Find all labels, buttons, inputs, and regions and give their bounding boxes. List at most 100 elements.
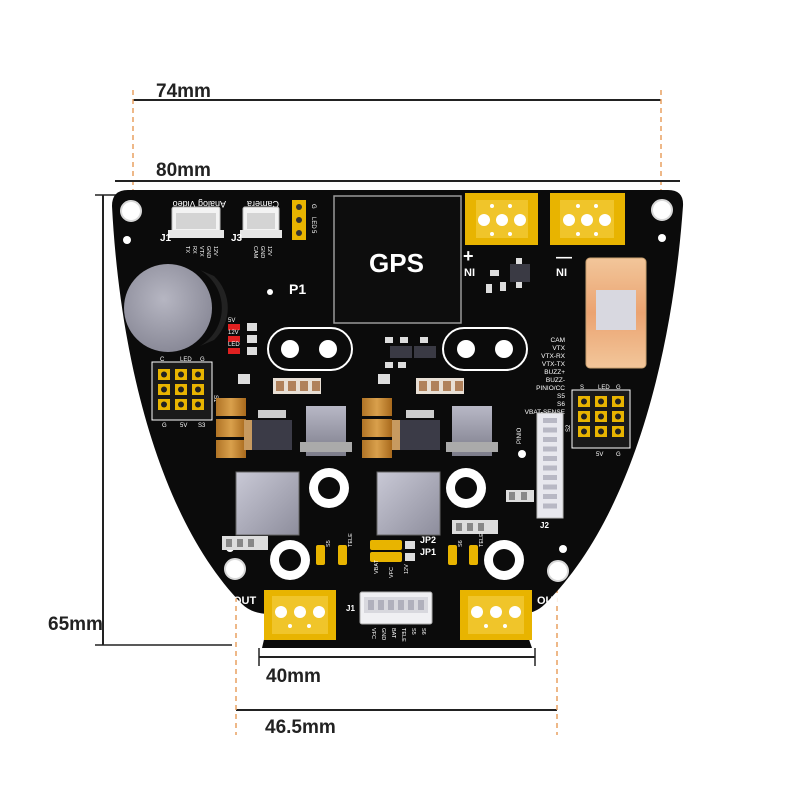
- right-header-top-label: S: [580, 385, 584, 391]
- j2-slot: [543, 446, 557, 452]
- j2-slot: [543, 475, 557, 480]
- j1-bottom-pad: [418, 600, 424, 610]
- output-positive: OUT +: [233, 590, 336, 640]
- header-hole: [178, 401, 184, 408]
- right-header-top-label: G: [616, 385, 621, 391]
- dimension-80mm: 80mm: [115, 160, 680, 182]
- left-regulator: [216, 374, 352, 580]
- j2-slot: [543, 456, 557, 461]
- header-hole: [598, 398, 604, 405]
- led-header-pin-label: 5: [310, 230, 316, 234]
- pin-list-label: PINIO/CC: [536, 385, 565, 392]
- led-resistor: [247, 323, 257, 331]
- header-hole: [615, 398, 621, 405]
- right-regulator: PINIO: [362, 374, 534, 580]
- header-hole: [598, 428, 604, 435]
- pin-list-label: BUZZ-: [546, 377, 565, 384]
- dimension-80mm-label: 80mm: [156, 160, 211, 181]
- dimension-46-5mm-label: 46.5mm: [265, 717, 336, 738]
- output-negative: OUT —: [460, 590, 561, 640]
- s5-label: S5: [326, 540, 332, 547]
- header-hole: [195, 386, 201, 393]
- jp-jumpers: JP2 JP1 VBAT VFC 12V: [370, 535, 436, 578]
- j3-pin-label: CAM: [252, 246, 258, 259]
- vbat-label: VBAT: [374, 559, 380, 574]
- right-pin-header: S LED G 5V G S2: [566, 385, 631, 458]
- center-smd-components: [385, 337, 436, 368]
- via: [267, 289, 273, 295]
- s6-label: S6: [458, 540, 464, 547]
- left-header-side-label: S1: [212, 395, 218, 403]
- dimension-40mm: 40mm: [258, 648, 536, 687]
- gps-module: GPS: [333, 195, 462, 324]
- gps-label: GPS: [369, 248, 424, 278]
- in-plus-sign: +: [463, 246, 474, 266]
- led-resistor: [247, 347, 257, 355]
- status-led-label: 12V: [228, 330, 239, 336]
- mounting-slots: [267, 327, 528, 371]
- pin-list-label: CAM: [551, 337, 565, 344]
- j1-bottom-pad: [378, 600, 384, 610]
- header-hole: [615, 413, 621, 420]
- via: [559, 545, 567, 553]
- j2-slot: [543, 465, 557, 471]
- header-hole: [581, 428, 587, 435]
- dimension-65mm-label: 65mm: [48, 614, 103, 635]
- header-hole: [161, 371, 167, 378]
- dimension-46-5mm: 46.5mm: [235, 570, 558, 738]
- in-minus-label: NI: [556, 267, 567, 279]
- j2-label: J2: [540, 521, 549, 530]
- header-hole: [195, 371, 201, 378]
- pin-list-label: VTX-RX: [541, 353, 566, 360]
- j1-bottom-pin-label: VFC: [370, 628, 376, 639]
- dimension-40mm-label: 40mm: [266, 666, 321, 687]
- right-header-bottom-label: G: [616, 452, 621, 458]
- j2-slot: [543, 494, 557, 499]
- j1-bottom-pad: [398, 600, 404, 610]
- j1-bottom-pad: [408, 600, 414, 610]
- in-plus-label: NI: [464, 267, 475, 279]
- right-header-top-label: LED: [598, 385, 610, 391]
- j2-slot: [543, 418, 557, 423]
- j1-bottom-pin-label: GND: [380, 628, 386, 640]
- j1-bottom-pad: [368, 600, 374, 610]
- j1-pin-label: 12V: [212, 246, 218, 256]
- header-hole: [161, 401, 167, 408]
- p1-label: P1: [289, 281, 306, 297]
- via: [658, 234, 666, 242]
- j1-bottom-pad: [388, 600, 394, 610]
- left-header-bottom-label: 5V: [180, 423, 187, 429]
- j1-bottom-pin-label: S5: [410, 628, 416, 635]
- j1-pin-label: TX: [184, 246, 190, 253]
- led-resistor: [247, 335, 257, 343]
- via: [518, 450, 526, 458]
- header-hole: [161, 386, 167, 393]
- j1-bottom-pin-label: BAT: [390, 628, 396, 639]
- j3-pin-label: 12V: [266, 246, 272, 256]
- right-header-bottom-label: 5V: [596, 452, 603, 458]
- j3-top-label: Camera: [247, 199, 279, 209]
- dimension-74mm-label: 74mm: [156, 81, 211, 102]
- pinio-label: PINIO: [517, 427, 523, 444]
- pin-list-label: S5: [557, 393, 565, 400]
- j1-label: J1: [160, 233, 172, 244]
- vfc-label: VFC: [389, 567, 395, 578]
- j1-pin-label: RX: [191, 246, 197, 254]
- header-hole: [178, 386, 184, 393]
- solder-pads: S5 TELE S6 TELE: [316, 533, 485, 565]
- header-hole: [178, 371, 184, 378]
- j3-pin-label: GND: [259, 246, 265, 258]
- status-led: [228, 348, 240, 354]
- status-led: [228, 336, 240, 342]
- right-header-side-label: S2: [566, 424, 572, 432]
- j1-pin-label: VTX: [198, 246, 204, 257]
- tele-label-right: TELE: [479, 533, 485, 547]
- j1-bottom-pin-label: S6: [420, 628, 426, 635]
- j2-slot: [543, 427, 557, 433]
- j2-connector: J2: [536, 412, 564, 530]
- j1-top-label: Analog Video: [173, 199, 226, 209]
